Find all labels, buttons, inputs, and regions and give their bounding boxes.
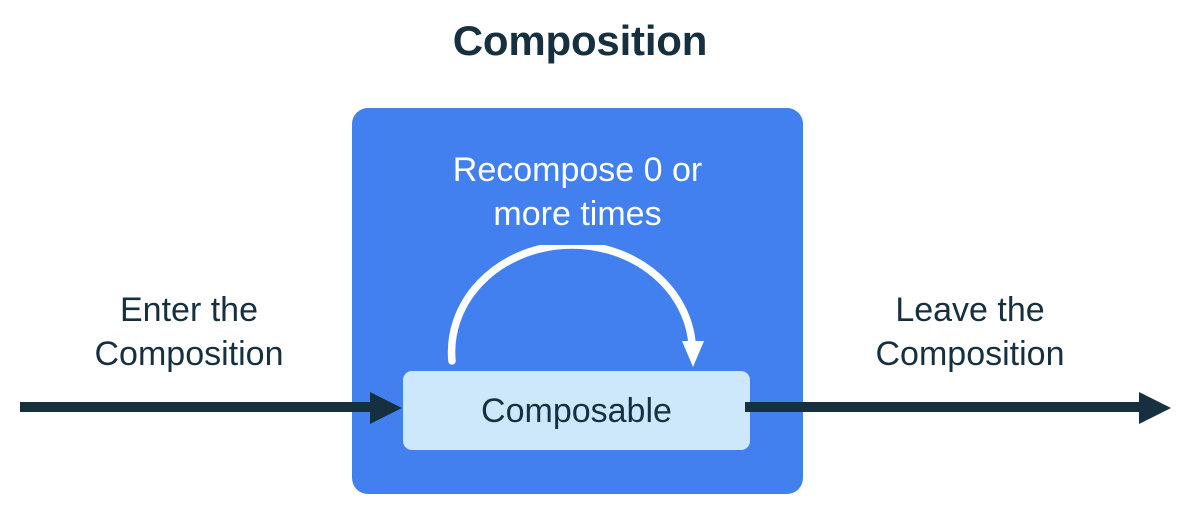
enter-composition-caption: Enter the Composition xyxy=(24,288,354,376)
composable-label: Composable xyxy=(481,391,672,430)
recompose-label-line2: more times xyxy=(493,195,662,233)
leave-caption-line2: Composition xyxy=(875,335,1065,373)
enter-caption-line1: Enter the xyxy=(120,291,258,329)
recompose-label-line1: Recompose 0 or xyxy=(452,151,703,189)
recompose-label: Recompose 0 or more times xyxy=(352,148,803,236)
leave-caption-line1: Leave the xyxy=(895,291,1045,329)
leave-composition-arrow-icon xyxy=(745,392,1171,424)
composable-box: Composable xyxy=(403,371,750,450)
page-title: Composition xyxy=(452,17,708,64)
leave-composition-caption: Leave the Composition xyxy=(805,288,1135,376)
enter-caption-line2: Composition xyxy=(94,335,284,373)
